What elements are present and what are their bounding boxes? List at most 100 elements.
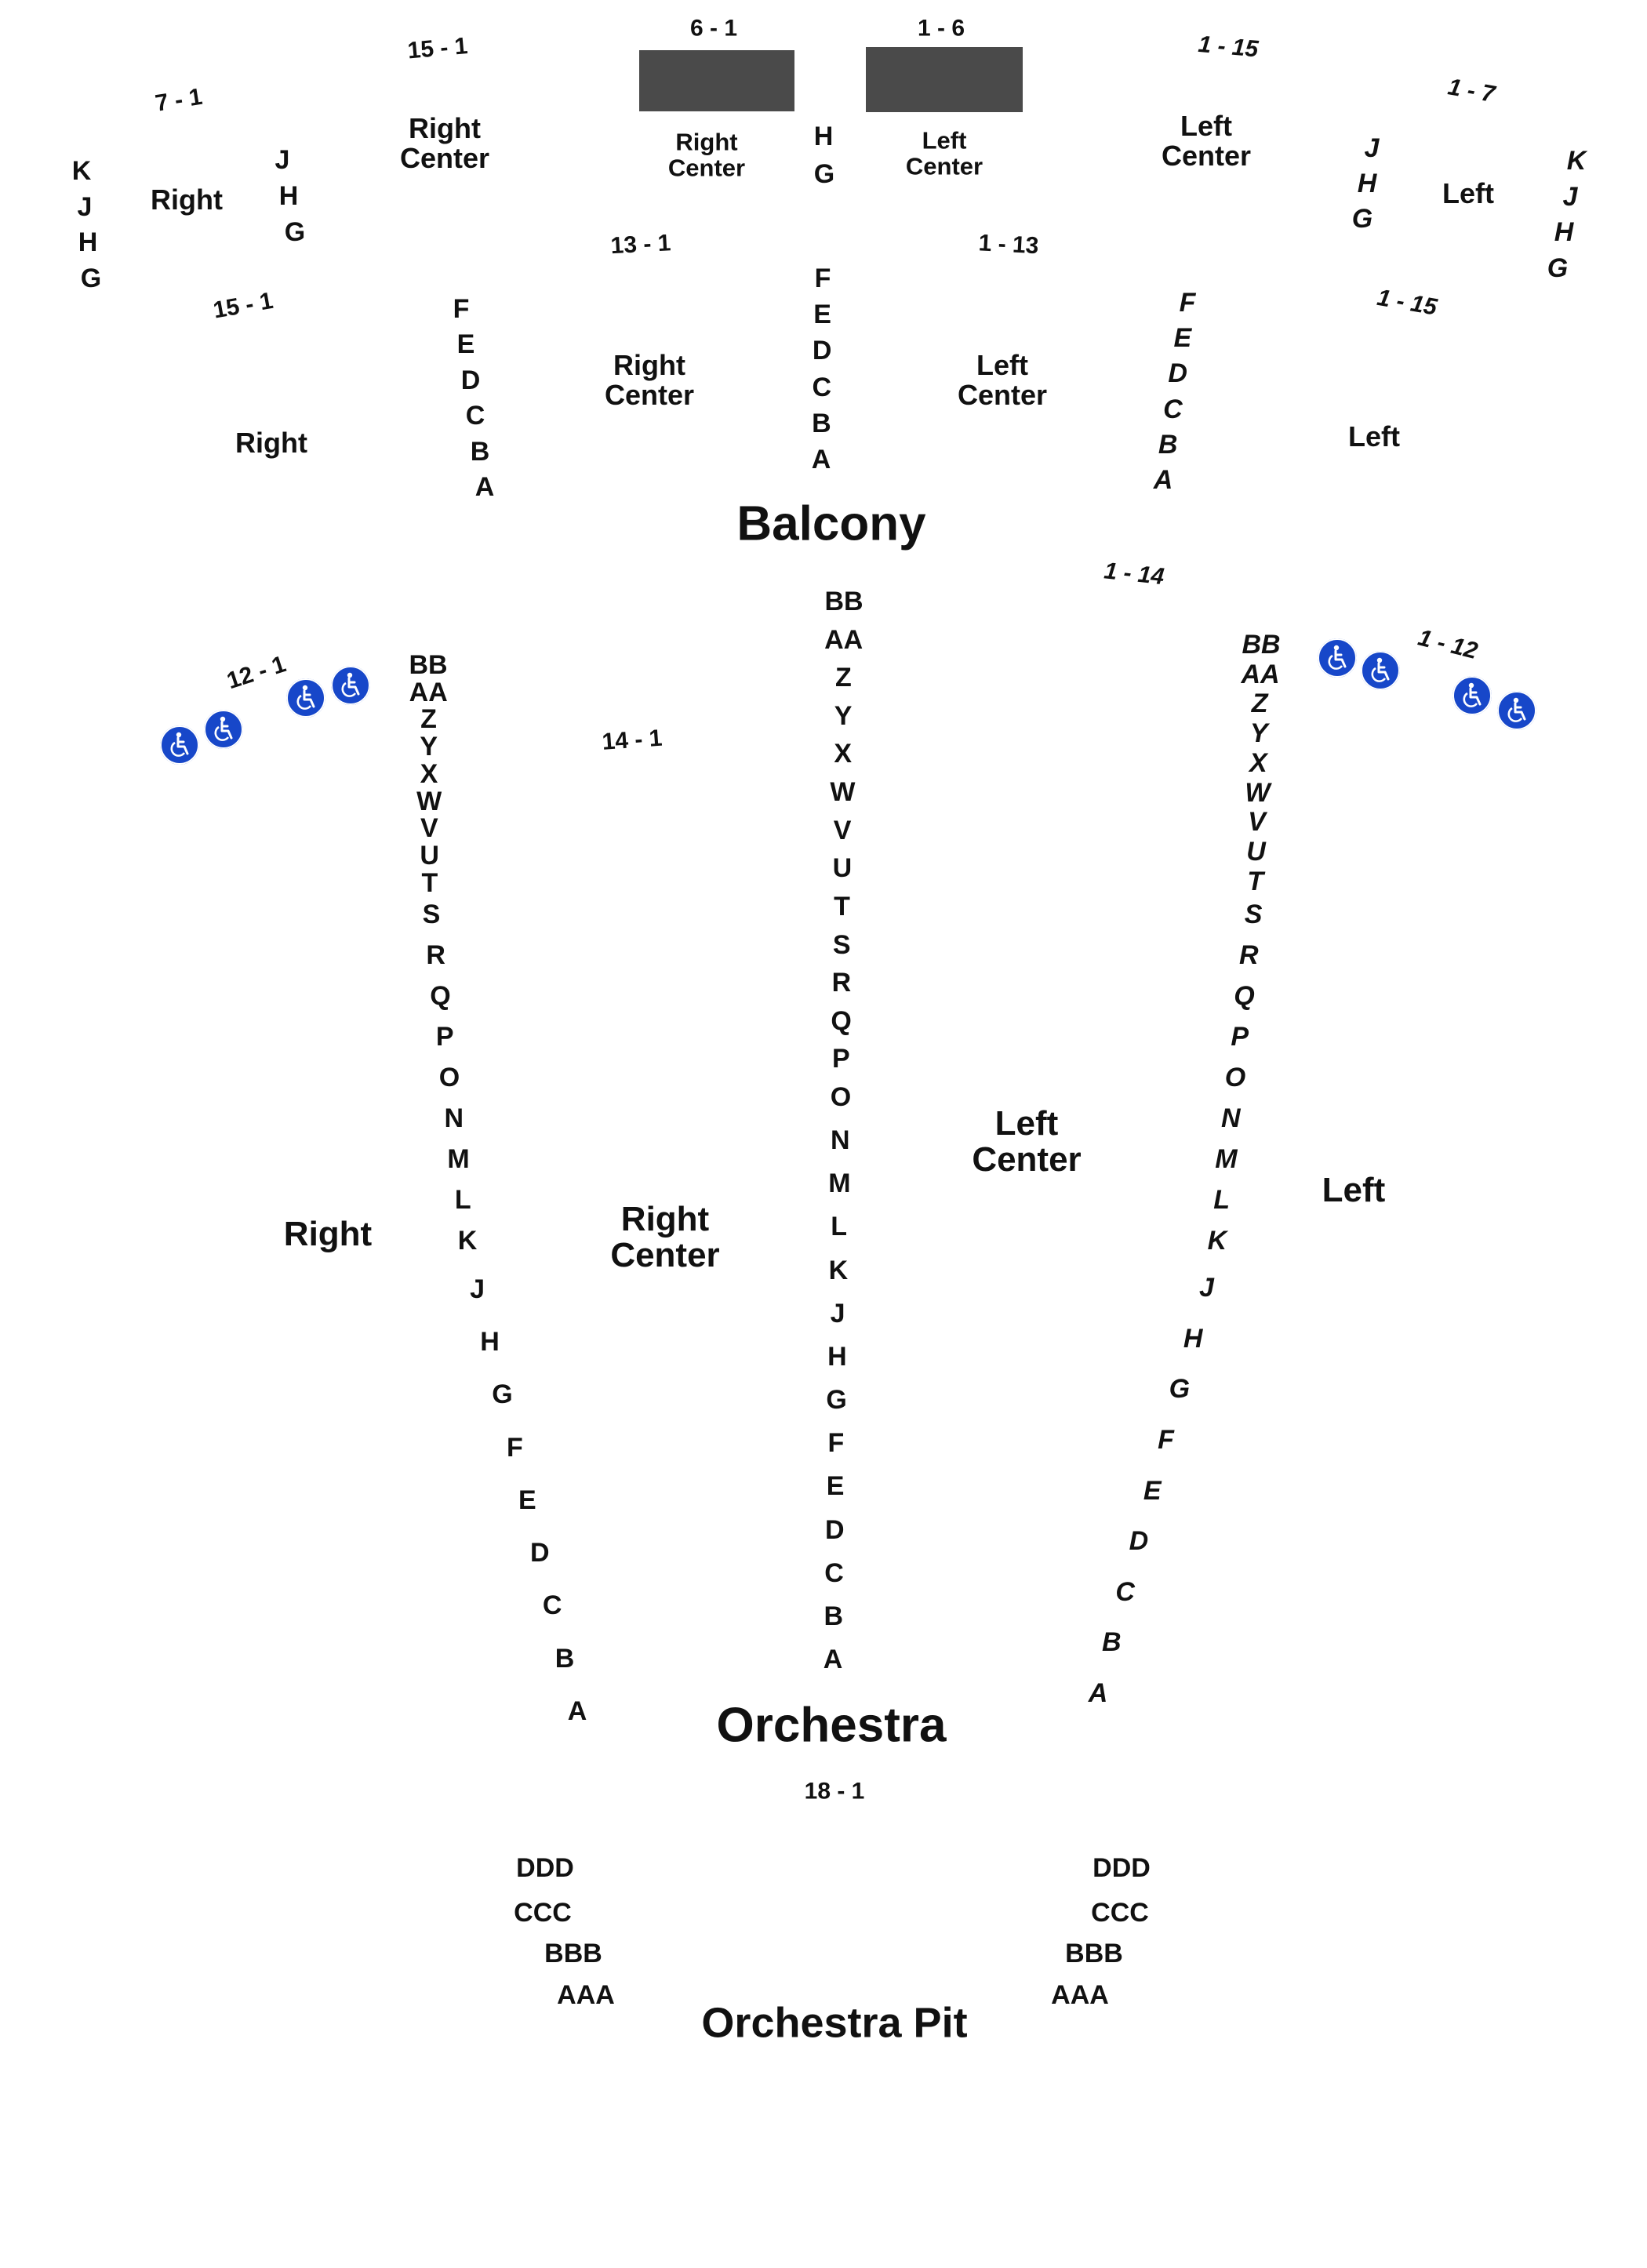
- balcony-right-range: 15 - 1: [211, 287, 275, 324]
- row-label: K: [457, 1225, 478, 1256]
- row-label: L: [454, 1184, 471, 1215]
- wheelchair-icon[interactable]: [1452, 676, 1492, 715]
- row-label: DDD: [1093, 1853, 1151, 1884]
- wheelchair-icon[interactable]: [160, 725, 199, 765]
- row-label: G: [1547, 253, 1569, 284]
- row-label: P: [1231, 1022, 1249, 1052]
- row-label: W: [830, 777, 856, 808]
- row-label: Q: [430, 981, 451, 1012]
- row-label: F: [827, 1428, 845, 1459]
- wheelchair-icon[interactable]: [1497, 691, 1536, 730]
- row-label: A: [474, 472, 495, 503]
- row-label: A: [1088, 1678, 1108, 1709]
- row-label: G: [826, 1385, 847, 1416]
- row-label: E: [1143, 1475, 1162, 1506]
- row-label: U: [832, 853, 853, 884]
- row-label: H: [827, 1342, 847, 1372]
- row-label: W: [416, 786, 442, 816]
- row-label: F: [506, 1432, 523, 1463]
- row-label: C: [465, 401, 485, 431]
- wheelchair-icon[interactable]: [1318, 638, 1357, 678]
- box-left-center-range: 1 - 6: [917, 15, 965, 42]
- row-label: Y: [834, 701, 853, 731]
- row-label: N: [444, 1103, 464, 1134]
- area-title-balcony: Balcony: [736, 496, 926, 551]
- row-label: T: [1247, 867, 1263, 896]
- row-label: AA: [409, 677, 448, 707]
- row-label: C: [824, 1557, 844, 1588]
- row-label: F: [1158, 1425, 1174, 1456]
- row-label: D: [460, 365, 481, 395]
- orchestra-left-range: 1 - 12: [1415, 624, 1481, 665]
- area-title-orchestra: Orchestra: [716, 1698, 947, 1753]
- balcony-upper-right-center-label[interactable]: Right Center: [399, 112, 490, 174]
- row-label: H: [1183, 1323, 1203, 1354]
- row-label: G: [1169, 1374, 1191, 1405]
- row-label: Z: [1251, 689, 1268, 719]
- row-label: C: [542, 1590, 562, 1621]
- balcony-far-right-range: 7 - 1: [153, 83, 205, 117]
- row-label: H: [78, 227, 98, 258]
- box-right-center-label[interactable]: Right Center: [667, 128, 746, 181]
- row-label: S: [422, 900, 441, 930]
- row-label: G: [492, 1379, 513, 1410]
- row-label: CCC: [514, 1898, 572, 1928]
- row-label: K: [1566, 146, 1587, 176]
- row-label: E: [813, 300, 831, 330]
- orchestra-left-label[interactable]: Left: [1322, 1170, 1386, 1209]
- row-label: Z: [834, 663, 852, 693]
- balcony-right-label[interactable]: Right: [235, 427, 307, 460]
- row-label: K: [1207, 1225, 1227, 1256]
- row-label: Y: [1249, 718, 1268, 749]
- row-label: AA: [824, 624, 863, 655]
- box-left-center[interactable]: [866, 47, 1023, 112]
- wheelchair-icon[interactable]: [1361, 651, 1400, 690]
- row-label: G: [80, 264, 102, 294]
- row-label: G: [1351, 204, 1373, 234]
- row-label: U: [420, 841, 439, 871]
- row-label: N: [830, 1125, 850, 1156]
- row-label: L: [831, 1212, 848, 1242]
- row-label: K: [828, 1255, 849, 1285]
- row-label: D: [1168, 358, 1187, 389]
- row-label: C: [1163, 394, 1183, 424]
- balcony-upper-right-center-range: 15 - 1: [406, 32, 469, 64]
- balcony-left-center-range: 1 - 13: [977, 230, 1040, 260]
- box-row-label: H: [813, 122, 834, 152]
- row-label: J: [830, 1298, 845, 1328]
- balcony-right-center-label[interactable]: Right Center: [604, 349, 695, 411]
- balcony-far-left-label[interactable]: Left: [1442, 177, 1494, 210]
- box-left-center-label[interactable]: Left Center: [905, 126, 983, 180]
- row-label: L: [1213, 1184, 1231, 1215]
- orchestra-right-center-label[interactable]: Right Center: [610, 1199, 720, 1274]
- balcony-upper-left-center-label[interactable]: Left Center: [1161, 110, 1252, 172]
- row-label: O: [830, 1082, 852, 1113]
- wheelchair-icon[interactable]: [286, 678, 325, 718]
- pit-range: 18 - 1: [804, 1778, 865, 1805]
- row-label: A: [823, 1645, 843, 1675]
- row-label: O: [438, 1063, 460, 1093]
- balcony-upper-left-center-range: 1 - 15: [1197, 31, 1260, 63]
- row-label: C: [1115, 1576, 1135, 1607]
- wheelchair-icon[interactable]: [331, 666, 370, 705]
- box-right-center-range: 6 - 1: [689, 15, 738, 42]
- row-label: R: [831, 968, 852, 998]
- row-label: E: [826, 1471, 845, 1502]
- row-label: B: [812, 408, 831, 438]
- row-label: H: [1357, 169, 1377, 199]
- balcony-far-right-label[interactable]: Right: [151, 184, 223, 216]
- balcony-left-center-label[interactable]: Left Center: [957, 349, 1048, 411]
- orchestra-right-label[interactable]: Right: [283, 1214, 373, 1253]
- row-label: W: [1245, 777, 1271, 808]
- orchestra-left-center-label[interactable]: Left Center: [972, 1103, 1082, 1179]
- balcony-left-label[interactable]: Left: [1348, 420, 1400, 453]
- row-label: M: [828, 1169, 851, 1199]
- wheelchair-icon[interactable]: [204, 710, 243, 749]
- row-label: K: [71, 156, 92, 187]
- box-right-center[interactable]: [639, 50, 794, 111]
- row-label: T: [421, 868, 438, 898]
- area-title-orchestra-pit: Orchestra Pit: [701, 1999, 968, 2047]
- row-label: B: [470, 436, 490, 467]
- row-label: A: [1153, 465, 1173, 496]
